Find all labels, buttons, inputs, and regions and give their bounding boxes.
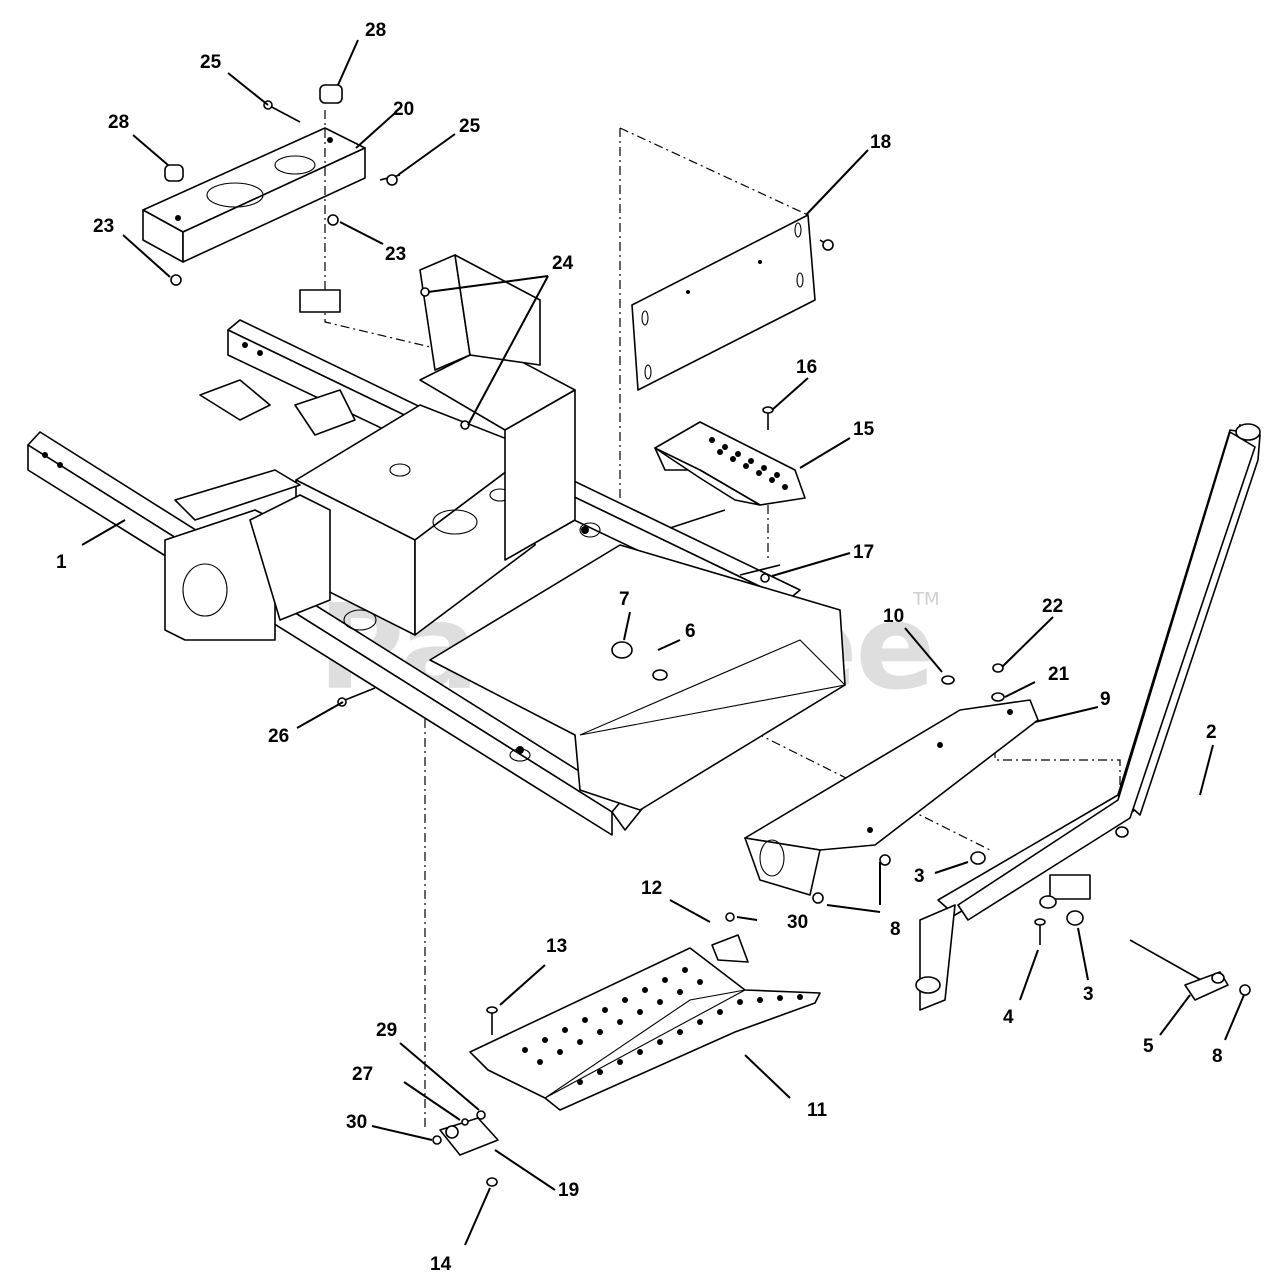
callout-25-right: 25 [459,116,481,137]
part-4-bolt [1034,918,1046,945]
callout-28-top: 28 [365,20,386,41]
part-9-axle-housing [744,699,1039,896]
part-30-nut-clip [725,912,735,922]
part-25-bolt-right [379,174,401,186]
callout-13: 13 [546,936,567,957]
callout-10: 10 [883,606,904,627]
part-27-nut [461,1118,469,1126]
callout-11: 11 [807,1100,828,1121]
callout-17: 17 [853,542,874,563]
part-18-panel [631,214,816,391]
callout-30-clip: 30 [787,912,808,933]
part-3-spacer-upper [970,851,986,865]
callout-5: 5 [1143,1036,1154,1057]
callout-28-left: 28 [108,112,129,133]
assembly-line-bracket [324,110,444,351]
leader-lines [81,39,1245,1246]
part-8-nut-pin [1239,984,1251,996]
callout-22: 22 [1042,596,1063,617]
callout-3-lower: 3 [1083,984,1094,1005]
callout-14: 14 [430,1254,452,1275]
part-5-pin [1184,971,1229,1001]
callout-20: 20 [393,99,414,120]
callout-19: 19 [558,1180,579,1201]
part-23-nut-right [327,214,339,226]
callout-1: 1 [56,552,67,573]
watermark-trademark: TM [912,589,940,610]
callout-18: 18 [870,132,891,153]
callout-8-pin: 8 [1212,1046,1223,1067]
part-28-cap-top [319,84,343,104]
callout-23-left: 23 [93,216,114,237]
part-20-bracket [142,127,366,263]
callout-15: 15 [853,419,875,440]
callout-21: 21 [1048,664,1070,685]
callout-12: 12 [641,878,662,899]
assembly-line-plate-top [619,127,809,216]
part-8-nut-housing [879,854,891,866]
part-24-bolt-b [460,420,470,430]
part-17-rod [669,509,781,583]
part-16-bolt [762,406,774,430]
callout-3-upper: 3 [914,866,925,887]
part-25-bolt-left [263,100,301,123]
part-15-footrest [654,421,806,506]
part-12-clip [711,934,749,963]
part-21-washer [991,692,1005,702]
part-18-screw [819,239,834,251]
part-3-spacer-lower [1066,910,1084,926]
callout-23-right: 23 [385,244,406,265]
part-14-bolt [486,1177,498,1187]
part-8-nut-axle [812,892,824,904]
part-29-washer [476,1110,486,1120]
callout-29: 29 [376,1020,397,1041]
callout-4: 4 [1003,1007,1014,1028]
part-2-front-axle [915,423,1261,1011]
callout-27: 27 [352,1064,373,1085]
callout-25-left: 25 [200,52,222,73]
part-1-frame [27,254,847,836]
callout-26: 26 [268,726,289,747]
callout-labels: 1 2 3 3 4 5 6 7 8 8 9 10 11 12 13 14 15 … [56,20,1223,1275]
part-30-nut-hinge [432,1135,442,1145]
callout-16: 16 [796,357,817,378]
callout-24: 24 [552,253,574,274]
callout-7: 7 [619,589,630,610]
part-22-bolt [992,663,1004,673]
part-13-bolt [486,1006,498,1035]
callout-9: 9 [1100,689,1111,710]
part-28-cap-left [164,164,184,182]
callout-30-hinge: 30 [346,1112,367,1133]
part-19-hinge [439,1117,499,1156]
part-11-floor-pan [469,947,821,1111]
callout-6: 6 [685,621,696,642]
part-23-nut-left [170,274,182,286]
callout-8-housing: 8 [890,919,901,940]
part-24-bolt-a [420,287,430,297]
part-10-bushing [941,675,955,685]
callout-2: 2 [1206,722,1217,743]
